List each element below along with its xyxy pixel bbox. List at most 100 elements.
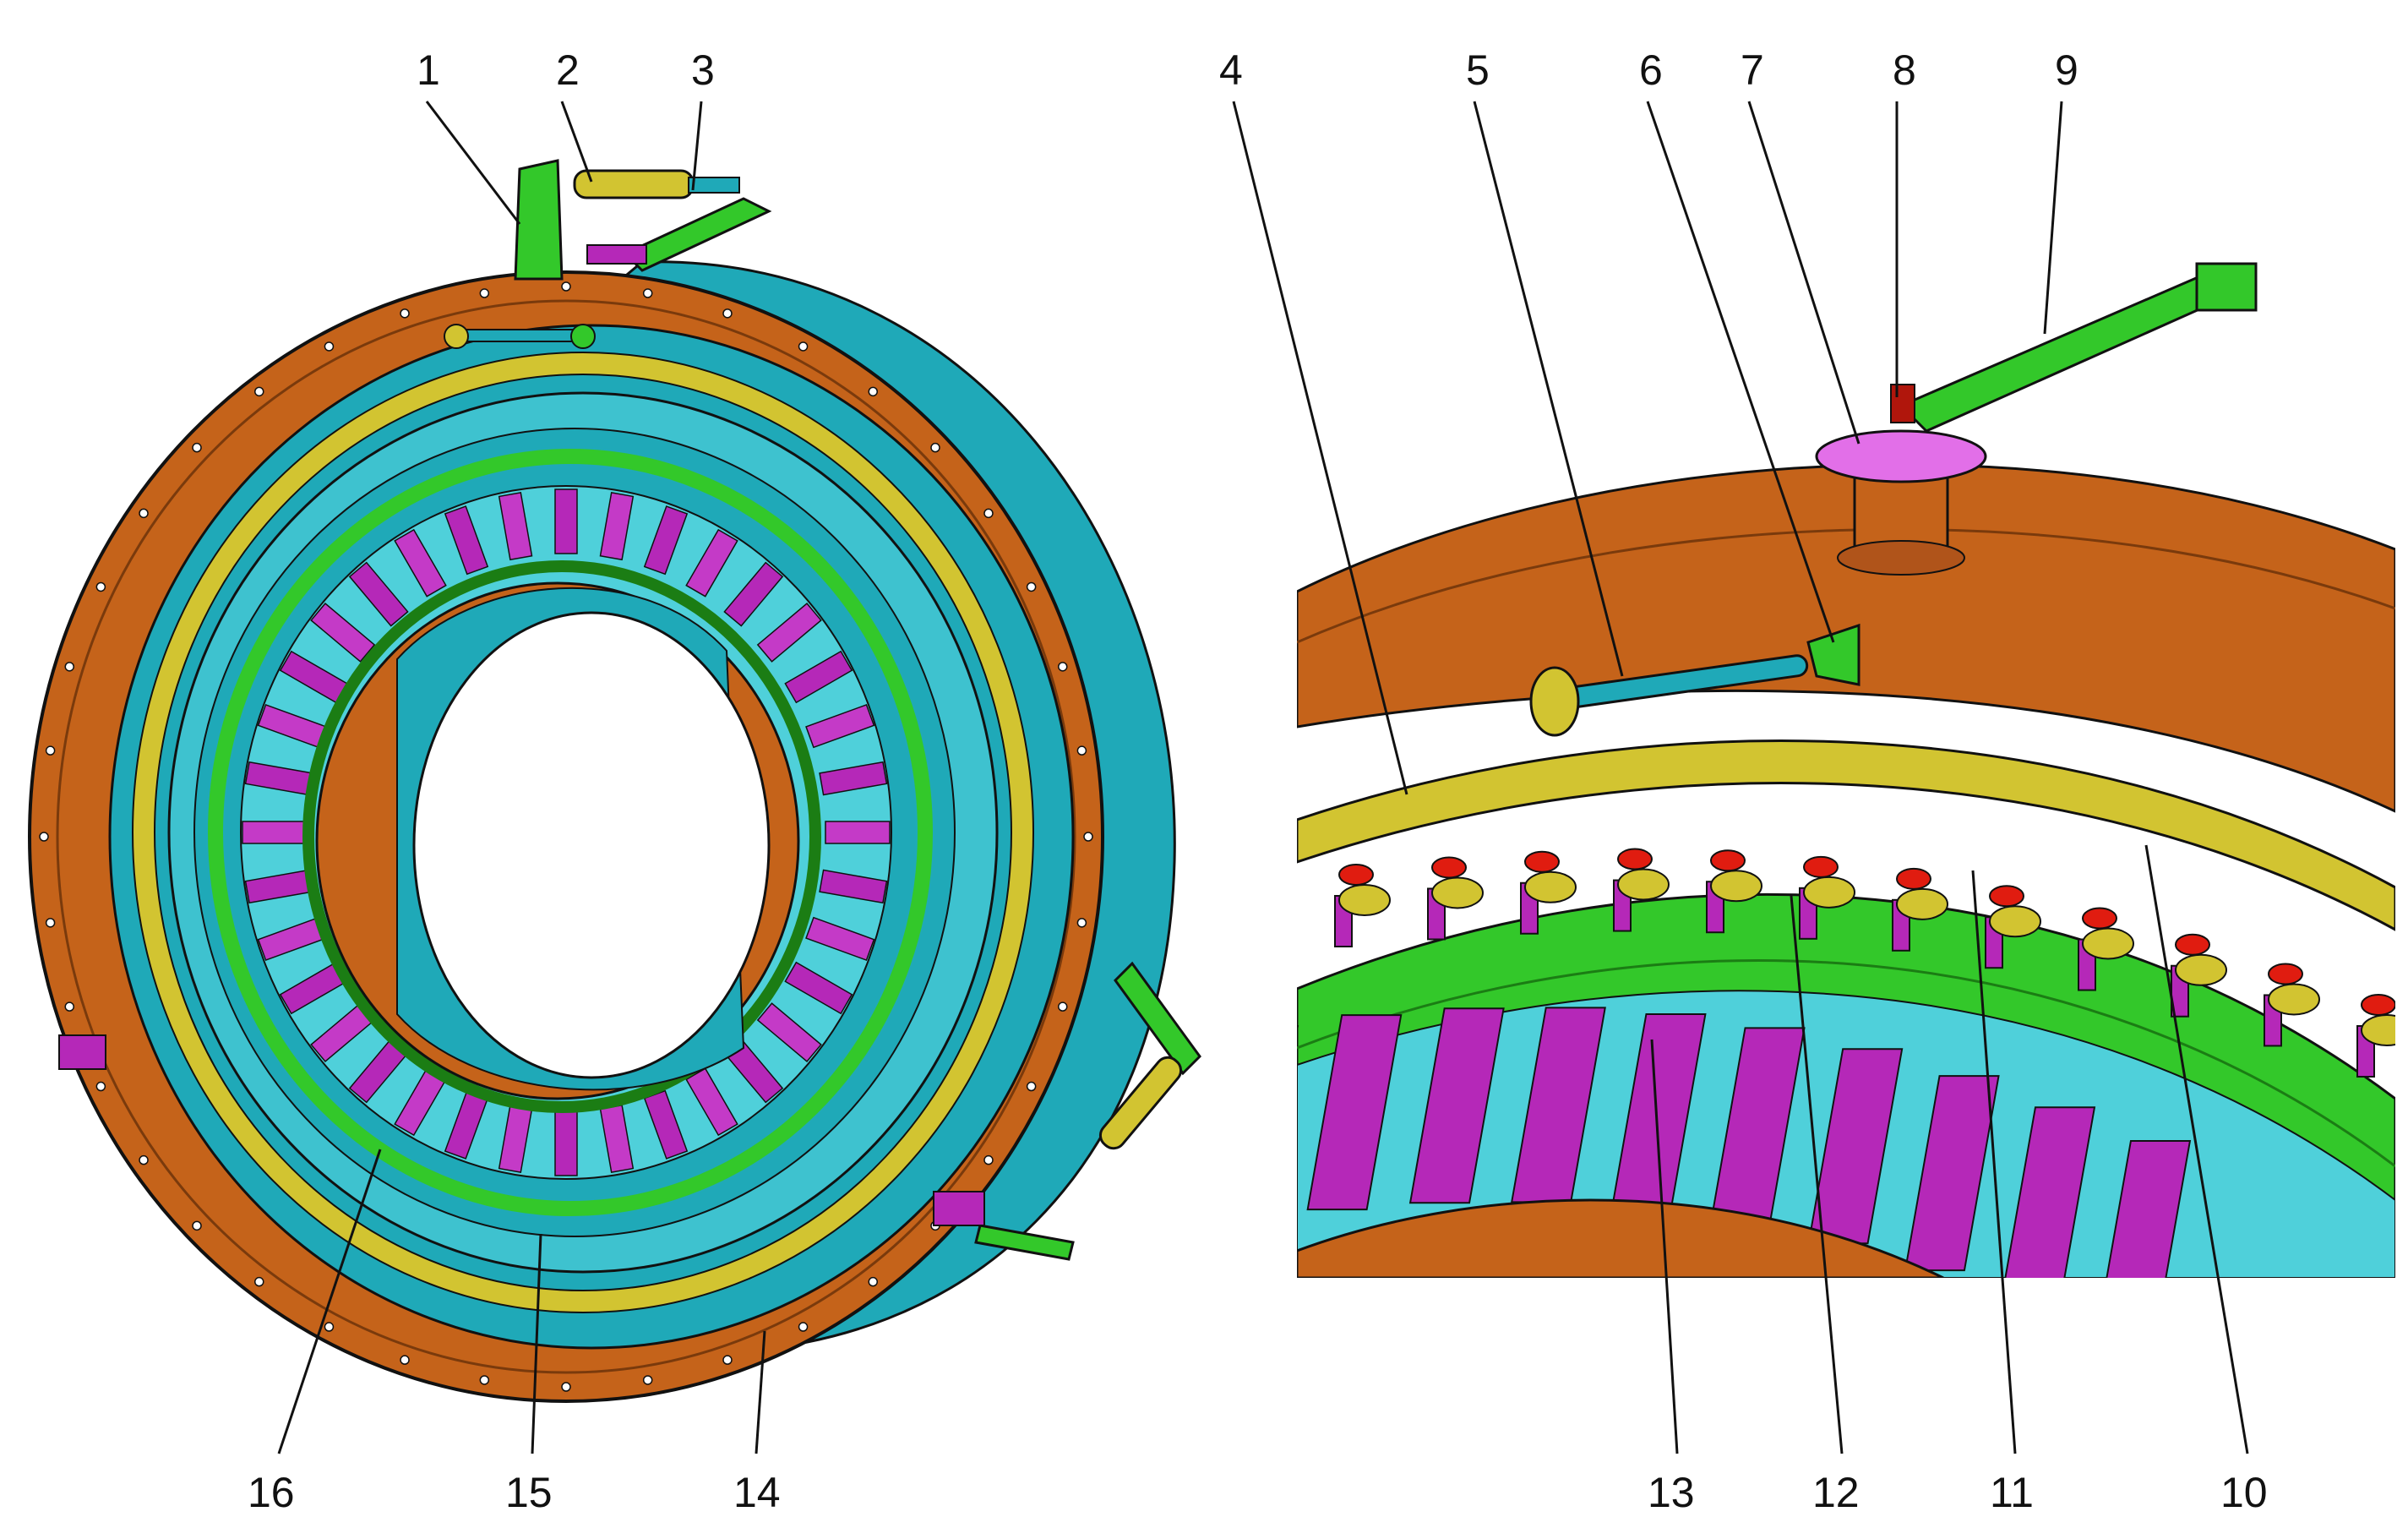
vane-blade <box>310 603 376 663</box>
bolt-hole <box>1076 745 1087 756</box>
bolt-hole <box>561 281 571 292</box>
red-nut <box>2361 994 2395 1016</box>
bolt-hole <box>479 1375 490 1385</box>
top-actuator <box>514 159 772 281</box>
vane-blade <box>723 561 784 627</box>
bolt-hole <box>642 288 653 298</box>
red-nut <box>1710 849 1746 872</box>
red-nut <box>1617 848 1653 870</box>
callout-label-16: 16 <box>248 1469 295 1516</box>
vane-blade <box>1408 1007 1505 1204</box>
vane-lever <box>1710 870 1762 903</box>
detail-link-rod <box>1529 623 1860 737</box>
red-nut <box>2175 933 2210 956</box>
bolt-hole <box>64 662 74 672</box>
detail-lever-arm <box>1890 262 2258 433</box>
vane-blade <box>784 961 853 1015</box>
callout-leaders <box>277 101 2249 1454</box>
vane-lever <box>2361 1014 2395 1046</box>
bolt-hole <box>1083 832 1093 842</box>
leader-line-16 <box>277 1149 382 1454</box>
red-nut <box>1431 856 1467 879</box>
detail-vane-array <box>1297 1007 2192 1278</box>
vane-blade <box>643 505 689 576</box>
vane-blade <box>554 1111 578 1176</box>
leader-line-13 <box>1650 1039 1679 1454</box>
bolt-hole <box>1076 918 1087 928</box>
vane-lever <box>1617 868 1670 901</box>
leader-line-11 <box>1971 870 2017 1454</box>
bolt-hole <box>983 1154 994 1165</box>
red-nut <box>2082 907 2117 930</box>
callout-label-8: 8 <box>1893 46 1916 94</box>
bolt-hole <box>45 745 56 756</box>
bolt-hole <box>64 1001 74 1012</box>
red-nut <box>1524 850 1560 873</box>
bolt-hole <box>139 1154 149 1165</box>
full-assembly-view <box>28 159 1201 1403</box>
detail-vane-levers <box>1334 848 2395 1078</box>
vane-blade <box>685 1067 738 1137</box>
callout-label-5: 5 <box>1466 46 1490 94</box>
bolt-hole <box>868 386 879 397</box>
callout-label-15: 15 <box>505 1469 553 1516</box>
leader-line-3 <box>691 101 703 191</box>
leader-line-15 <box>531 1233 542 1454</box>
callout-label-1: 1 <box>417 46 440 94</box>
bolt-hole <box>139 508 149 519</box>
vane-blade <box>498 492 533 561</box>
vane-blade <box>784 650 853 704</box>
vane-blade <box>348 561 409 627</box>
red-nut <box>1338 864 1374 886</box>
center-bore <box>412 611 771 1079</box>
leader-line-2 <box>560 101 593 183</box>
vane-blade <box>599 492 635 561</box>
vane-lever <box>2082 927 2134 960</box>
detail-inner-flange <box>1297 1198 1944 1278</box>
bolt-hole <box>479 288 490 298</box>
leader-line-9 <box>2043 101 2063 335</box>
vane-lever <box>1803 876 1855 909</box>
vane-lever <box>1989 905 2041 938</box>
detail-yellow-ring <box>1297 739 2395 931</box>
leader-line-10 <box>2144 844 2249 1454</box>
callout-label-2: 2 <box>556 46 580 94</box>
bolt-hole <box>722 1355 733 1365</box>
bolt-hole <box>253 386 264 397</box>
bolt-hole <box>1058 1001 1068 1012</box>
vane-blade <box>756 603 822 663</box>
bolt-hole <box>253 1276 264 1287</box>
left-clamp <box>58 1034 106 1070</box>
callout-label-12: 12 <box>1812 1469 1860 1516</box>
leader-line-1 <box>425 101 521 225</box>
vane-lever <box>1431 876 1484 909</box>
bolt-hole <box>39 832 49 842</box>
vane-lever <box>1896 887 1948 920</box>
leader-line-7 <box>1747 101 1860 445</box>
red-nut <box>1803 855 1839 878</box>
vane-blade <box>819 761 888 796</box>
bolt-hole <box>192 442 202 453</box>
vane-blade <box>756 1002 822 1062</box>
bolt-hole <box>95 1081 106 1092</box>
callout-label-4: 4 <box>1219 46 1243 94</box>
bolt-hole <box>1026 581 1037 592</box>
green-ring <box>208 449 933 1216</box>
bolt-hole <box>45 918 56 928</box>
callout-label-7: 7 <box>1741 46 1764 94</box>
bolt-hole <box>1058 662 1068 672</box>
bolt-hole <box>642 1375 653 1385</box>
bolt-hole <box>324 341 335 352</box>
red-nut <box>2268 963 2303 985</box>
callout-label-3: 3 <box>691 46 715 94</box>
vane-lever <box>1524 870 1577 903</box>
vane-blade <box>554 488 578 554</box>
bolt-hole <box>1026 1081 1037 1092</box>
leader-line-4 <box>1232 101 1408 795</box>
vane-blade <box>2095 1140 2192 1278</box>
bolt-hole <box>983 508 994 519</box>
detail-bearing-housing <box>1815 429 1987 576</box>
leader-line-12 <box>1790 895 1844 1454</box>
